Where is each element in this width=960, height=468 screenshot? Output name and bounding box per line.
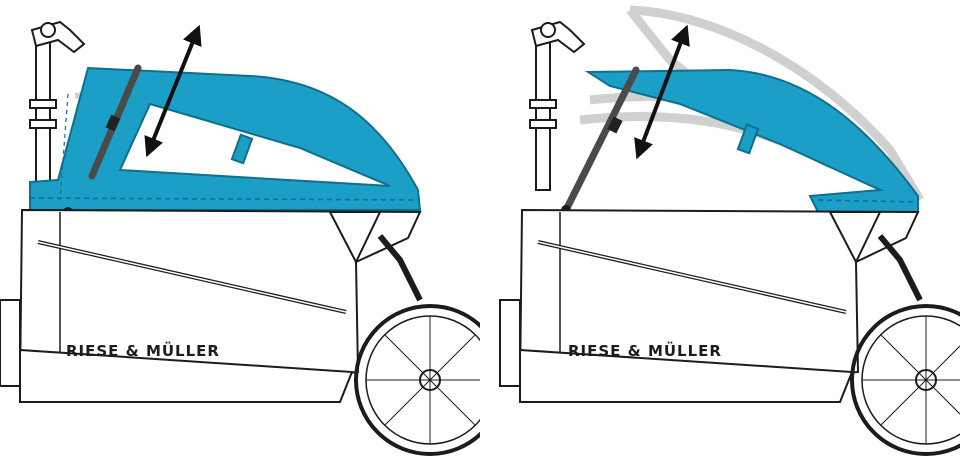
- cargo-bike-illustration: RIESE & MÜLLER: [0, 20, 480, 456]
- handlebar: [29, 20, 86, 191]
- brand-logo: RIESE & MÜLLER: [66, 341, 220, 360]
- lift-arrow: [144, 24, 202, 158]
- panel-closed: RIESE & MÜLLER: [0, 20, 480, 456]
- canopy-closed: [29, 66, 422, 211]
- strap: [561, 66, 640, 215]
- handlebar: [529, 20, 586, 191]
- brand-logo: RIESE & MÜLLER: [568, 341, 722, 360]
- front-wheel: [354, 234, 480, 456]
- canopy-folding: [584, 68, 919, 213]
- cargo-bike-illustration-folding: RIESE & MÜLLER: [499, 5, 960, 456]
- cargo-box: [499, 208, 920, 403]
- cargo-box: [0, 208, 422, 403]
- panel-folding: RIESE & MÜLLER: [480, 0, 960, 468]
- front-wheel: [850, 234, 960, 456]
- lift-arrow: [634, 24, 690, 160]
